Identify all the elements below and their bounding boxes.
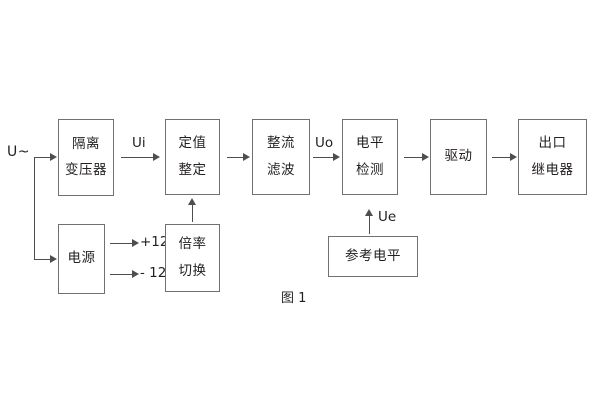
block-rectifier-filter-line-2: 滤波 xyxy=(267,161,295,178)
block-setting-value-line-1: 定值 xyxy=(178,135,207,151)
setting-to-rectifier-arrow xyxy=(243,152,250,161)
block-multiplier-switch-line-1: 倍率 xyxy=(178,236,207,252)
reference-to-level-line xyxy=(369,215,370,234)
block-isolation-transformer[interactable]: 隔离 变压器 xyxy=(58,119,114,196)
block-setting-value-line-2: 整定 xyxy=(178,161,207,178)
rectifier-to-level-arrow xyxy=(333,152,340,161)
block-output-relay-line-2: 继电器 xyxy=(531,161,574,178)
level-to-driver-line xyxy=(404,157,424,158)
block-driver-line-1: 驱动 xyxy=(444,148,473,165)
source-voltage-label: U~ xyxy=(7,144,30,160)
rail-negative-line xyxy=(110,274,134,275)
rail-positive-line xyxy=(110,243,134,244)
signal-label-uo: Uo xyxy=(315,135,334,151)
block-multiplier-switch-line-2: 切换 xyxy=(178,262,207,279)
block-power-supply[interactable]: 电源 xyxy=(58,224,105,294)
block-output-relay[interactable]: 出口 继电器 xyxy=(518,119,587,195)
multiplier-to-setting-line xyxy=(192,204,193,222)
source-to-power-line xyxy=(34,259,51,260)
block-driver[interactable]: 驱动 xyxy=(430,119,487,195)
driver-to-relay-arrow xyxy=(510,152,517,161)
block-rectifier-filter[interactable]: 整流 滤波 xyxy=(252,119,310,195)
rail-negative-arrow xyxy=(132,269,139,278)
multiplier-to-setting-arrow xyxy=(188,198,196,205)
block-multiplier-switch[interactable]: 倍率 切换 xyxy=(165,224,220,292)
source-branch-vertical-line xyxy=(34,157,35,259)
rectifier-to-level-line xyxy=(313,157,335,158)
block-isolation-transformer-line-2: 变压器 xyxy=(65,162,107,178)
block-power-supply-line-1: 电源 xyxy=(67,250,96,267)
figure-caption: 图 1 xyxy=(281,291,307,306)
source-to-power-arrow xyxy=(50,254,57,263)
block-isolation-transformer-line-1: 隔离 xyxy=(72,135,100,152)
reference-to-level-arrow xyxy=(365,209,373,216)
block-level-detection-line-1: 电平 xyxy=(356,135,384,151)
block-rectifier-filter-line-1: 整流 xyxy=(267,135,295,151)
rail-positive-arrow xyxy=(132,238,139,247)
source-to-isolation-arrow xyxy=(50,152,57,161)
source-to-isolation-line xyxy=(34,157,51,158)
level-to-driver-arrow xyxy=(422,152,429,161)
block-output-relay-line-1: 出口 xyxy=(538,135,567,151)
signal-label-ui: Ui xyxy=(132,135,146,151)
isolation-to-setting-line xyxy=(121,157,155,158)
block-reference-level[interactable]: 参考电平 xyxy=(328,236,418,277)
block-reference-level-line-1: 参考电平 xyxy=(345,247,401,264)
setting-to-rectifier-line xyxy=(227,157,245,158)
block-level-detection[interactable]: 电平 检测 xyxy=(342,119,398,195)
signal-label-ue: Ue xyxy=(378,209,397,225)
driver-to-relay-line xyxy=(492,157,512,158)
block-level-detection-line-2: 检测 xyxy=(356,161,384,178)
block-setting-value[interactable]: 定值 整定 xyxy=(165,119,220,195)
isolation-to-setting-arrow xyxy=(153,152,160,161)
